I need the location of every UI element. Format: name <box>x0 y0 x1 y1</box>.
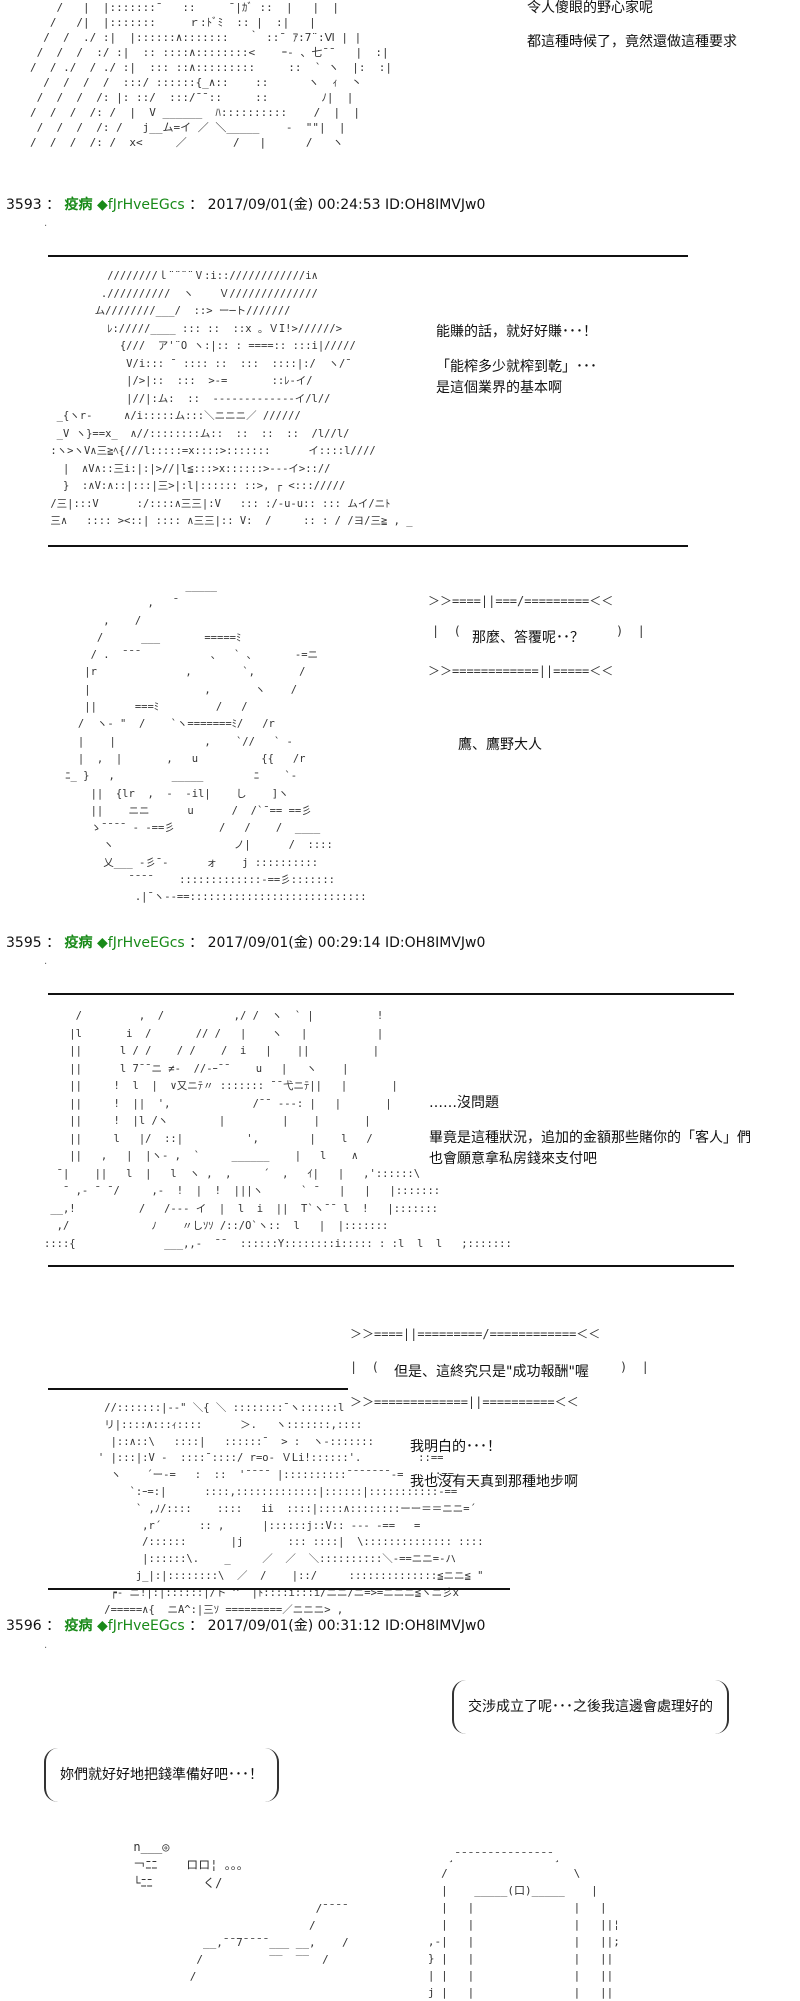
dialogue-line: 能賺的話，就好好賺･･･！ <box>436 324 597 340</box>
dialogue-line: ……沒問題 <box>429 1095 499 1111</box>
poster-trip: ◆fJrHveEGcs <box>97 197 185 213</box>
panel-border-top <box>48 255 688 257</box>
panel-border-bottom <box>48 1588 510 1590</box>
panel-border-bottom <box>48 1265 734 1267</box>
speech-bubble-text: 妳們就好好地把錢準備好吧･･･！ <box>60 1767 263 1783</box>
poster-name[interactable]: 疫病 <box>64 935 93 951</box>
post-marker-dot: . <box>44 218 48 229</box>
ascii-art-figure-5: //:::::::|-‐" ＼{ ＼ ::::::::¯ヽ::::::l リ|:… <box>97 1402 484 1616</box>
dialogue-line: 都這種時候了，竟然還做這種要求 <box>527 34 737 50</box>
panel-border-top <box>48 993 734 995</box>
post-header-3596: 3596 ： 疫病 ◆fJrHveEGcs ： 2017/09/01(金) 00… <box>6 1618 486 1634</box>
ascii-art-figure-6-right: ¸¯¯¯¯¯¯¯¯¯¯¯¯¯¯¯¸ / \ | _____(口)_____ | … <box>427 1850 620 1999</box>
post-number: 3595 <box>6 935 42 951</box>
post-number: 3593 <box>6 197 42 213</box>
post-timestamp: 2017/09/01(金) 00:31:12 <box>207 1618 381 1634</box>
dialogue-line: 我也沒有天真到那種地步啊 <box>410 1474 578 1490</box>
post-id: ID:OH8IMVJw0 <box>385 935 486 951</box>
post-id: ID:OH8IMVJw0 <box>385 1618 486 1634</box>
dialogue-line: 「能榨多少就榨到乾」･･･ <box>436 359 597 375</box>
speech-bubble-text: 那麼、答覆呢･･？ <box>472 630 584 646</box>
speech-bubble-left: 妳們就好好地把錢準備好吧･･･！ <box>44 1748 279 1802</box>
post-header-3595: 3595 ： 疫病 ◆fJrHveEGcs ： 2017/09/01(金) 00… <box>6 935 486 951</box>
dialogue-line: 我明白的･･･！ <box>410 1439 501 1455</box>
post-marker-dot: . <box>44 1640 48 1651</box>
dialogue-line: 也會願意拿私房錢來支付吧 <box>429 1151 597 1167</box>
post-header-3593: 3593 ： 疫病 ◆fJrHveEGcs ： 2017/09/01(金) 00… <box>6 197 486 213</box>
post-timestamp: 2017/09/01(金) 00:24:53 <box>207 197 381 213</box>
ascii-art-figure-3: _____ , ¯ , / / ___ =====ﾐ / . ¯¯¯ 、 ` 、… <box>65 580 367 904</box>
speech-bubble-frame-left: | ( <box>350 1360 379 1374</box>
speech-bubble-frame-top: ＞＞====||=========/============＜＜ <box>350 1327 601 1341</box>
speech-bubble-frame-left: | ( <box>432 624 461 638</box>
poster-trip: ◆fJrHveEGcs <box>97 1618 185 1634</box>
speech-bubble-frame-top: ＞＞====||===/=========＜＜ <box>428 594 614 608</box>
dialogue-line: 是這個業界的基本啊 <box>436 380 562 396</box>
panel-border-top <box>48 1388 348 1390</box>
speech-bubble-frame-right: ) | <box>620 1360 649 1374</box>
speech-bubble-frame-right: ) | <box>616 624 645 638</box>
poster-name[interactable]: 疫病 <box>64 197 93 213</box>
poster-trip: ◆fJrHveEGcs <box>97 935 185 951</box>
post-id: ID:OH8IMVJw0 <box>385 197 486 213</box>
dialogue-line: 鷹、鷹野大人 <box>458 737 542 753</box>
post-timestamp: 2017/09/01(金) 00:29:14 <box>207 935 381 951</box>
speech-bubble-frame-bottom: ＞＞=============||==========＜＜ <box>350 1395 579 1409</box>
ascii-art-figure-6-bottom: /¯¯¯¯ / __,¯¯7¯¯¯¯___ __, / / ‾‾ ‾‾ / / <box>189 1902 349 1983</box>
speech-bubble-right: 交涉成立了呢･･･之後我這邊會處理好的 <box>452 1680 729 1734</box>
ascii-art-figure-4: / , / ,/ / ヽ ` | ! |l i / // / | ヽ | | |… <box>44 1010 512 1250</box>
speech-bubble-text: 但是、這終究只是"成功報酬"喔 <box>394 1364 589 1380</box>
speech-bubble-text: 交涉成立了呢･･･之後我這邊會處理好的 <box>468 1699 713 1715</box>
speech-bubble-frame-bottom: ＞＞============||=====＜＜ <box>428 664 614 678</box>
panel-border-bottom <box>48 545 688 547</box>
ascii-art-figure-1: / | |:::::::¯ :: ¯|ｶﾞ :: | | | / /| |:::… <box>30 1 392 149</box>
ascii-art-figure-2: ////////ｌ¨¨¨¨Ⅴ:i::////////////i∧ .//////… <box>50 270 413 527</box>
dialogue-line: 令人傻眼的野心家呢 <box>527 0 653 16</box>
dialogue-line: 畢竟是這種狀況，追加的金額那些賭你的「客人」們 <box>429 1130 751 1146</box>
poster-name[interactable]: 疫病 <box>64 1618 93 1634</box>
post-number: 3596 <box>6 1618 42 1634</box>
ascii-art-figure-6-left: n___◎ ￢ﾆﾆ ロロ¦ 。。。 └ﾆﾆ く/ <box>133 1840 249 1890</box>
post-marker-dot: . <box>44 956 48 967</box>
